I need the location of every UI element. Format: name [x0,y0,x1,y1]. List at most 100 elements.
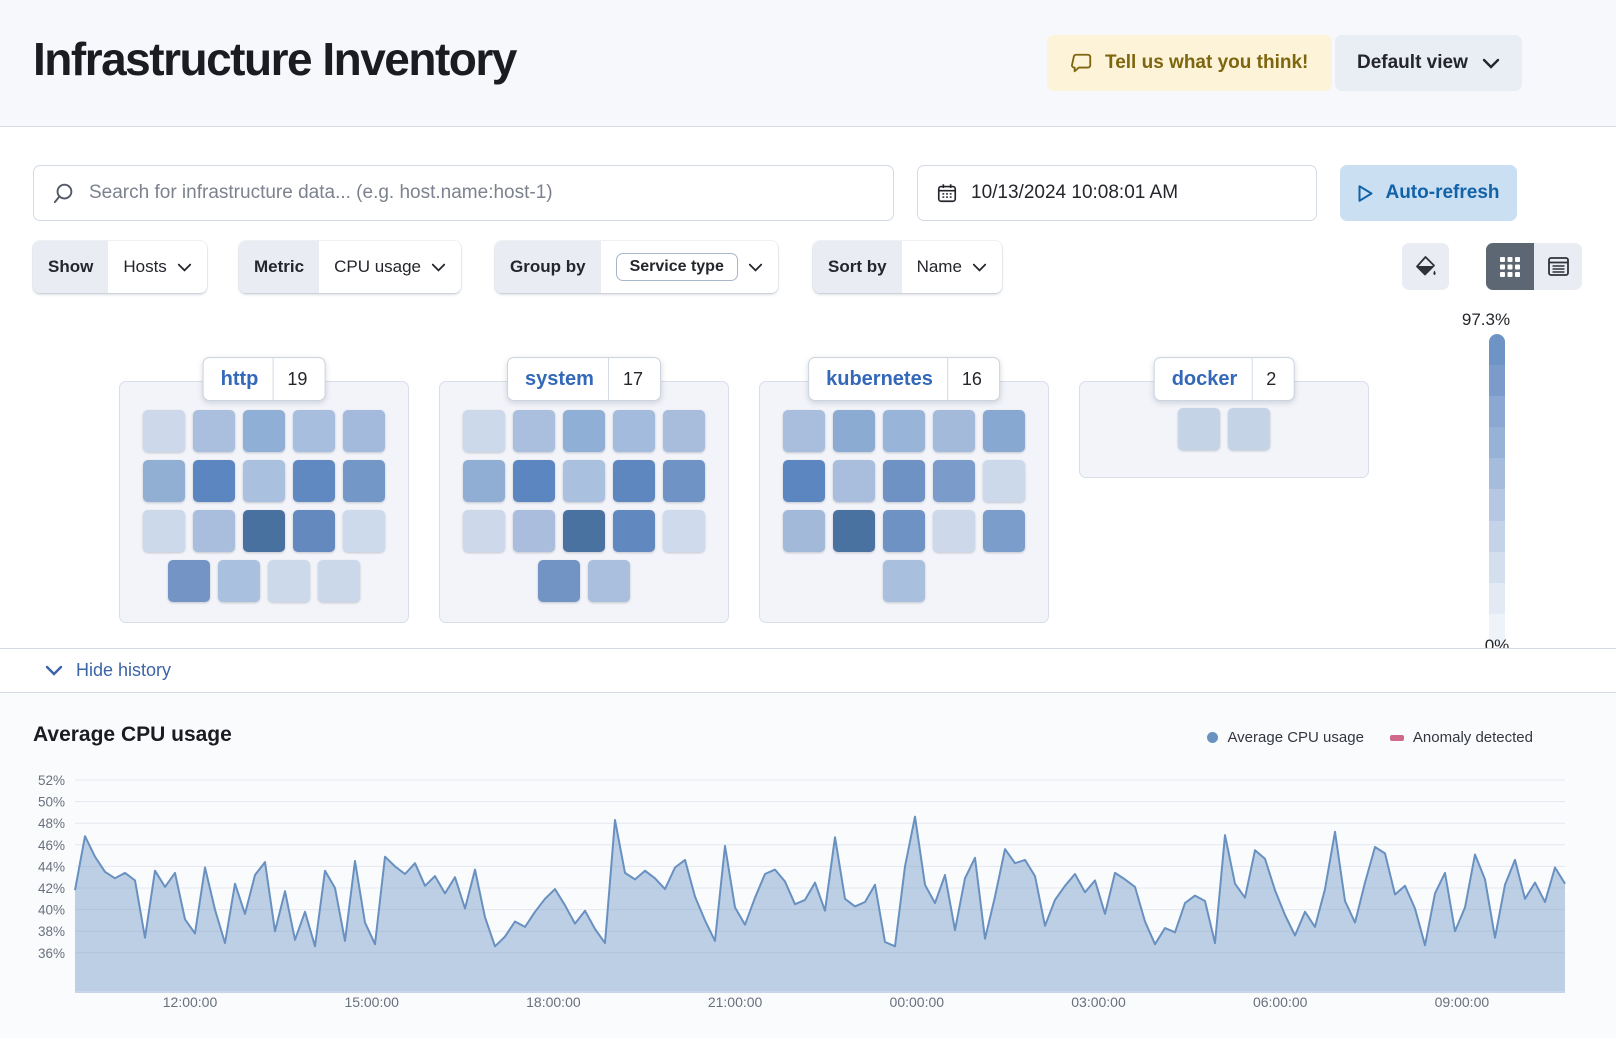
host-node-square[interactable] [513,510,555,552]
host-node-square[interactable] [1178,408,1220,450]
chevron-down-icon [177,263,191,272]
host-node-square[interactable] [293,410,335,452]
host-node-square[interactable] [143,510,185,552]
host-node-square[interactable] [663,510,705,552]
host-node-square[interactable] [193,510,235,552]
svg-text:44%: 44% [38,859,65,874]
metric-filter-value[interactable]: CPU usage [319,241,461,293]
host-node-square[interactable] [833,410,875,452]
host-node-square[interactable] [933,410,975,452]
hide-history-link[interactable]: Hide history [45,660,171,681]
show-filter-value[interactable]: Hosts [108,241,206,293]
host-node-square[interactable] [538,560,580,602]
host-node-square[interactable] [983,410,1025,452]
host-node-square[interactable] [513,410,555,452]
host-node-square[interactable] [1228,408,1270,450]
page-title: Infrastructure Inventory [33,33,517,85]
history-chart-panel: Average CPU usage Average CPU usage Anom… [0,692,1616,1038]
legend-rect-marker [1389,734,1404,741]
host-node-square[interactable] [143,460,185,502]
badge-divider [272,358,274,400]
group-name-link[interactable]: http [220,367,259,390]
host-node-square[interactable] [883,460,925,502]
auto-refresh-button[interactable]: Auto-refresh [1340,165,1517,221]
grid-view-button[interactable] [1486,243,1534,290]
host-node-square[interactable] [663,410,705,452]
group-name-link[interactable]: docker [1171,367,1238,390]
host-node-square[interactable] [588,560,630,602]
date-picker-button[interactable]: 10/13/2024 10:08:01 AM [917,165,1317,221]
host-node-square[interactable] [613,460,655,502]
table-view-button[interactable] [1534,243,1582,290]
host-node-square[interactable] [193,410,235,452]
svg-text:15:00:00: 15:00:00 [344,994,399,1010]
host-node-square[interactable] [783,460,825,502]
group-by-selected-pill[interactable]: Service type [615,253,738,281]
host-node-square[interactable] [463,460,505,502]
host-node-square[interactable] [883,560,925,602]
host-node-square[interactable] [783,410,825,452]
host-node-square[interactable] [243,460,285,502]
chevron-down-icon [972,263,987,272]
legend-item-anomaly[interactable]: Anomaly detected [1389,729,1533,746]
feedback-button[interactable]: Tell us what you think! [1047,35,1333,91]
view-selector-button[interactable]: Default view [1335,35,1522,91]
host-node-square[interactable] [933,510,975,552]
host-node-square[interactable] [463,510,505,552]
search-input[interactable] [89,182,875,204]
host-node-square[interactable] [663,460,705,502]
group-name-link[interactable]: kubernetes [826,367,933,390]
svg-text:46%: 46% [38,838,65,853]
date-value: 10/13/2024 10:08:01 AM [971,182,1179,203]
svg-text:09:00:00: 09:00:00 [1435,994,1490,1010]
host-node-square[interactable] [983,510,1025,552]
host-node-square[interactable] [833,460,875,502]
host-node-square[interactable] [343,410,385,452]
group-name-link[interactable]: system [525,367,594,390]
host-node-square[interactable] [293,510,335,552]
host-node-square[interactable] [563,460,605,502]
svg-text:06:00:00: 06:00:00 [1253,994,1308,1010]
host-node-square[interactable] [268,560,310,602]
host-node-square[interactable] [563,410,605,452]
host-node-square[interactable] [293,460,335,502]
host-node-square[interactable] [883,510,925,552]
play-icon [1358,184,1373,202]
host-node-square[interactable] [933,460,975,502]
host-node-square[interactable] [218,560,260,602]
host-node-square[interactable] [318,560,360,602]
svg-text:36%: 36% [38,946,65,961]
host-node-square[interactable] [513,460,555,502]
svg-text:42%: 42% [38,881,65,896]
host-node-square[interactable] [243,410,285,452]
sort-by-filter-value[interactable]: Name [902,241,1002,293]
host-node-square[interactable] [343,510,385,552]
color-palette-button[interactable] [1402,243,1449,290]
host-node-square[interactable] [343,460,385,502]
table-view-icon [1547,257,1569,276]
group-by-filter-value[interactable]: Service type [601,241,778,293]
host-node-square[interactable] [613,410,655,452]
host-node-square[interactable] [463,410,505,452]
host-node-square[interactable] [168,560,210,602]
speech-bubble-icon [1071,53,1092,73]
host-node-square[interactable] [783,510,825,552]
host-node-square[interactable] [983,460,1025,502]
host-node-square[interactable] [563,510,605,552]
host-node-square[interactable] [613,510,655,552]
host-node-square[interactable] [143,410,185,452]
host-node-square[interactable] [833,510,875,552]
chevron-down-icon [431,263,446,272]
show-filter: Show Hosts [33,241,207,293]
host-node-square[interactable] [243,510,285,552]
legend-item-average-cpu[interactable]: Average CPU usage [1207,729,1364,746]
host-node-square[interactable] [883,410,925,452]
grid-view-icon [1500,256,1520,277]
host-node-square[interactable] [193,460,235,502]
